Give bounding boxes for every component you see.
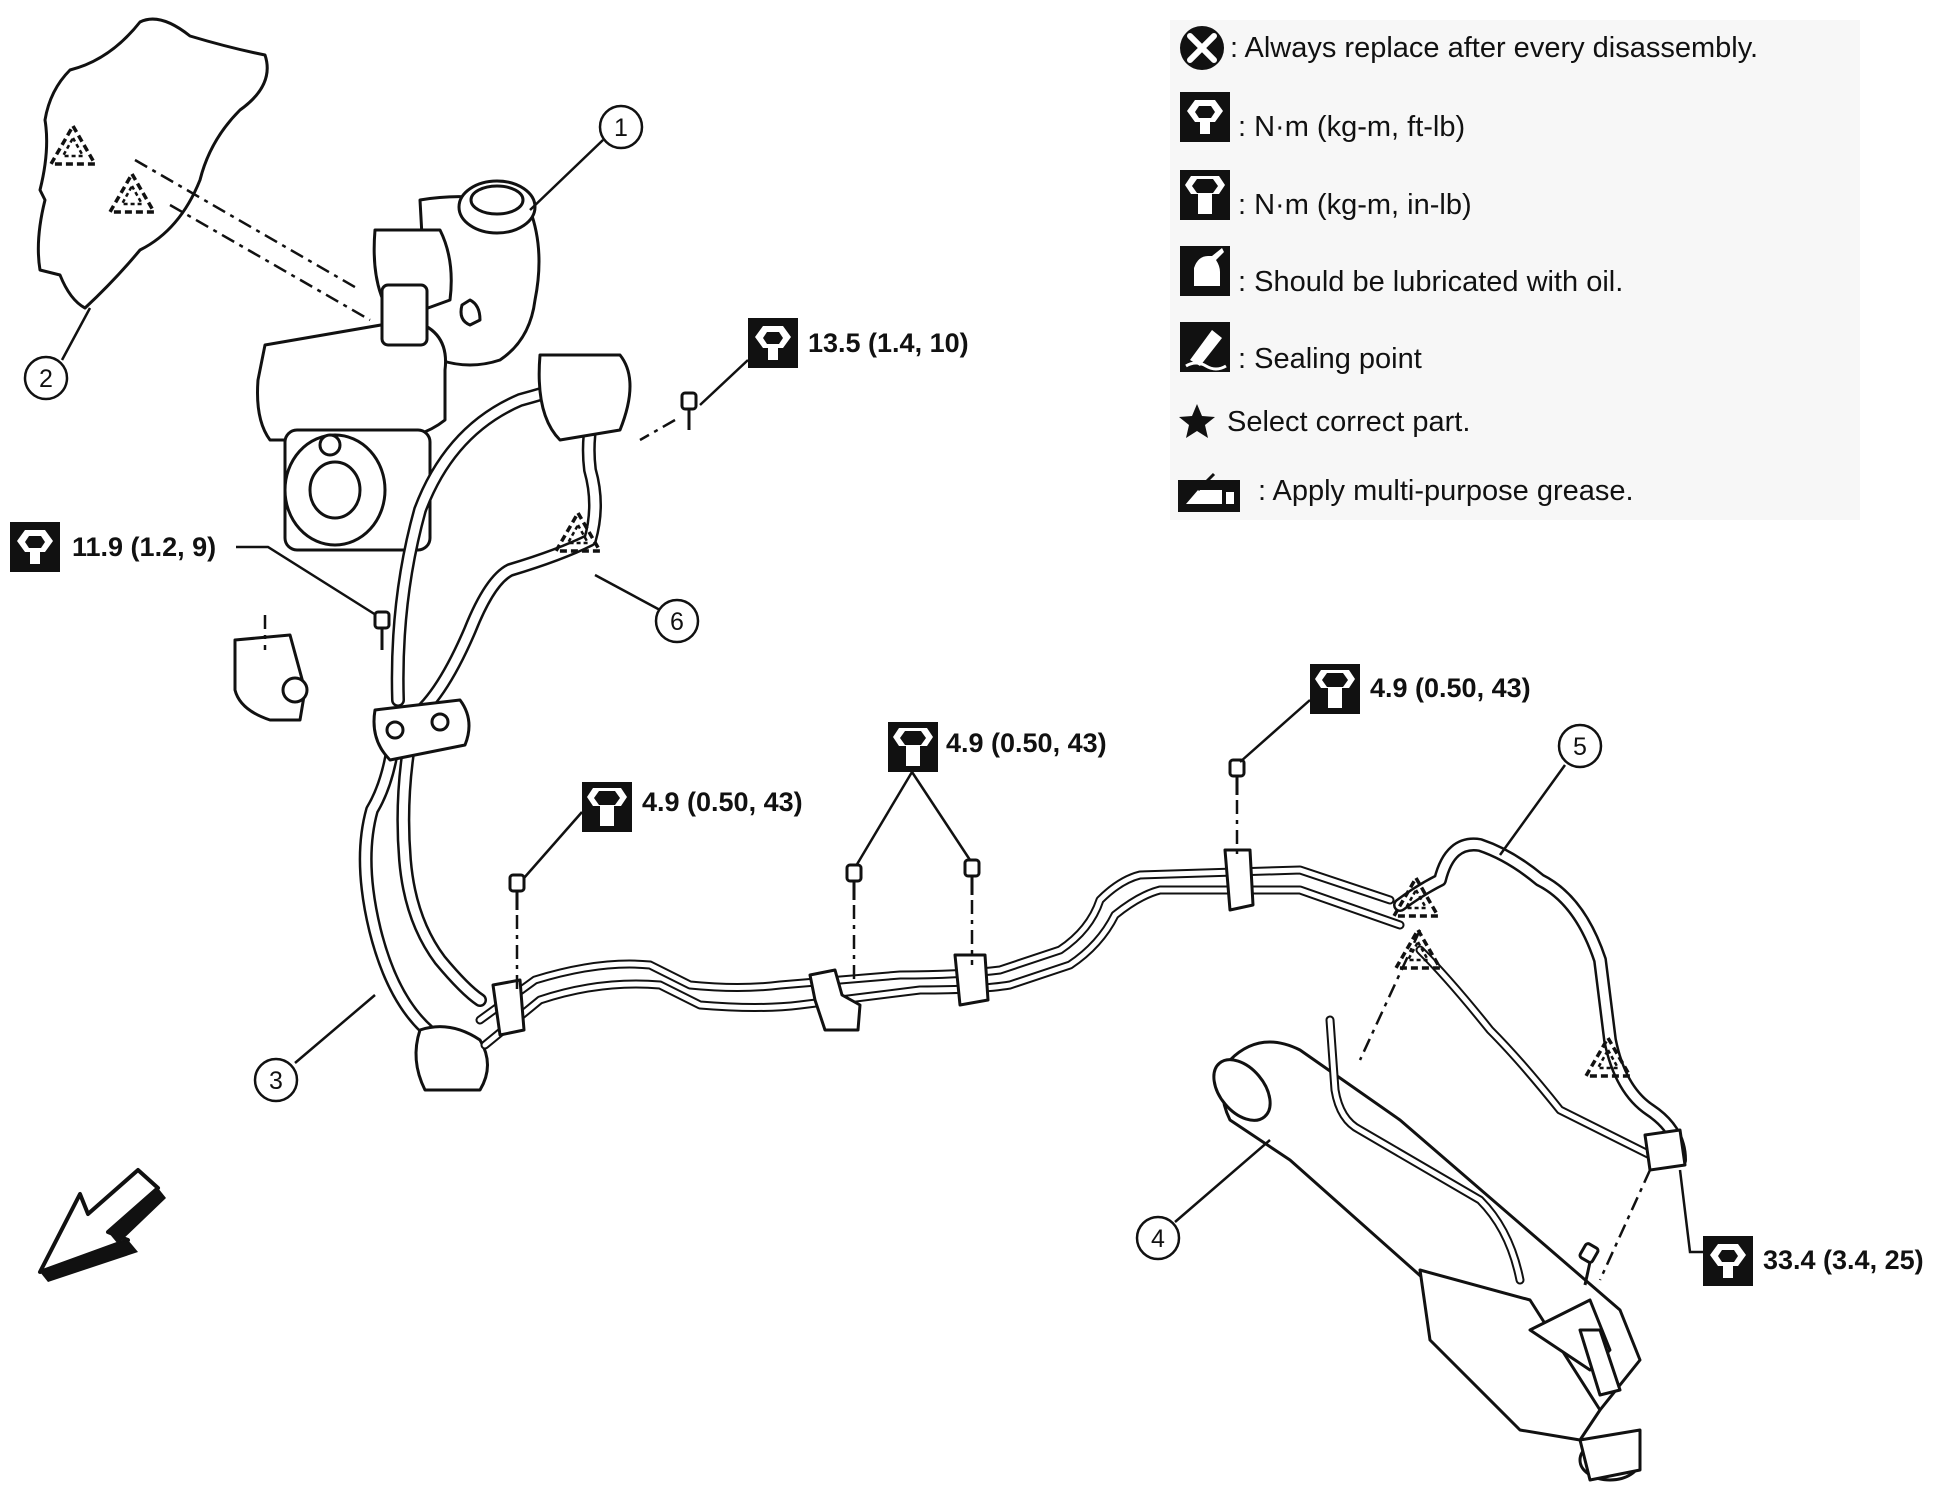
svg-text:6: 6	[670, 608, 684, 636]
open-wrench-icon	[1180, 92, 1230, 142]
legend-row-oil: : Should be lubricated with oil.	[1180, 246, 1623, 298]
svg-text:13.5 (1.4, 10): 13.5 (1.4, 10)	[808, 328, 969, 358]
legend: : Always replace after every disassembly…	[1170, 20, 1860, 520]
legend-row-torque-inlb: : N·m (kg-m, in-lb)	[1180, 170, 1472, 221]
rack-return-hose	[1392, 837, 1687, 1167]
svg-text:11.9 (1.2, 9): 11.9 (1.2, 9)	[72, 532, 216, 562]
callout-3: 3	[253, 994, 376, 1103]
torque-4-9-c: 4.9 (0.50, 43)	[1239, 664, 1531, 763]
svg-text:33.4 (3.4, 25): 33.4 (3.4, 25)	[1763, 1245, 1924, 1275]
x-circle-icon	[1180, 26, 1224, 70]
callout-5: 5	[1498, 723, 1603, 856]
bolt	[373, 610, 391, 650]
legend-row-sealing: : Sealing point	[1180, 322, 1422, 375]
callout-1: 1	[529, 104, 644, 211]
steering-gear-rack	[1212, 1015, 1642, 1482]
svg-text:4: 4	[1151, 1225, 1165, 1253]
svg-text:5: 5	[1573, 733, 1587, 761]
hex-wrench-icon	[888, 722, 938, 772]
bolts	[373, 391, 1600, 1286]
svg-text:1: 1	[614, 114, 628, 142]
tube-clamps	[491, 848, 1687, 1172]
svg-text:2: 2	[39, 365, 53, 393]
body-panel-part	[36, 17, 269, 310]
svg-text:Select correct part.: Select correct part.	[1227, 406, 1470, 438]
svg-text:: Always replace after every d: : Always replace after every disassembly…	[1230, 32, 1758, 64]
fitting-plate	[372, 353, 632, 1092]
legend-row-grease: : Apply multi-purpose grease.	[1178, 472, 1634, 512]
torque-4-9-a: 4.9 (0.50, 43)	[523, 782, 803, 879]
bolt	[1228, 758, 1246, 795]
svg-text:3: 3	[269, 1067, 283, 1095]
torque-13-5: 13.5 (1.4, 10)	[699, 318, 969, 406]
bolt	[1578, 1242, 1600, 1286]
svg-text:: N·m (kg-m, ft-lb): : N·m (kg-m, ft-lb)	[1238, 111, 1465, 143]
callout-2: 2	[23, 307, 92, 401]
front-direction-arrow-icon	[38, 1168, 166, 1282]
svg-text:: Should be lubricated with oi: : Should be lubricated with oil.	[1238, 266, 1623, 298]
grease-gun-icon	[1178, 472, 1240, 512]
hex-wrench-icon	[1310, 664, 1360, 714]
bolt	[680, 391, 698, 430]
tube-run	[475, 865, 1405, 1050]
open-wrench-icon	[1703, 1236, 1753, 1286]
legend-row-replace: : Always replace after every disassembly…	[1180, 26, 1758, 70]
torque-33-4: 33.4 (3.4, 25)	[1678, 1169, 1924, 1286]
bolt	[508, 873, 526, 910]
svg-text:4.9 (0.50, 43): 4.9 (0.50, 43)	[642, 787, 803, 817]
svg-text:4.9 (0.50, 43): 4.9 (0.50, 43)	[946, 728, 1107, 758]
svg-text:: Apply multi-purpose grease.: : Apply multi-purpose grease.	[1258, 475, 1634, 507]
star-icon	[1179, 404, 1215, 438]
bolt	[963, 858, 981, 895]
svg-text:4.9 (0.50, 43): 4.9 (0.50, 43)	[1370, 673, 1531, 703]
legend-row-select: Select correct part.	[1179, 404, 1470, 438]
torque-11-9: 11.9 (1.2, 9)	[10, 522, 377, 617]
bolt	[845, 863, 863, 900]
open-wrench-icon	[748, 318, 798, 368]
svg-text:: N·m (kg-m, in-lb): : N·m (kg-m, in-lb)	[1238, 189, 1472, 221]
callout-6: 6	[594, 573, 700, 644]
svg-text:: Sealing point: : Sealing point	[1238, 343, 1422, 375]
sealant-icon	[1180, 322, 1230, 372]
torque-4-9-b: 4.9 (0.50, 43)	[854, 722, 1107, 867]
oil-can-icon	[1180, 246, 1230, 296]
hex-wrench-icon	[582, 782, 632, 832]
reservoir-pump-assembly	[233, 179, 541, 722]
return-hose-line	[396, 383, 607, 1007]
callout-4: 4	[1135, 1139, 1271, 1261]
legend-row-torque-ftlb: : N·m (kg-m, ft-lb)	[1180, 92, 1465, 143]
hex-wrench-icon	[1180, 170, 1230, 220]
open-wrench-icon	[10, 522, 60, 572]
